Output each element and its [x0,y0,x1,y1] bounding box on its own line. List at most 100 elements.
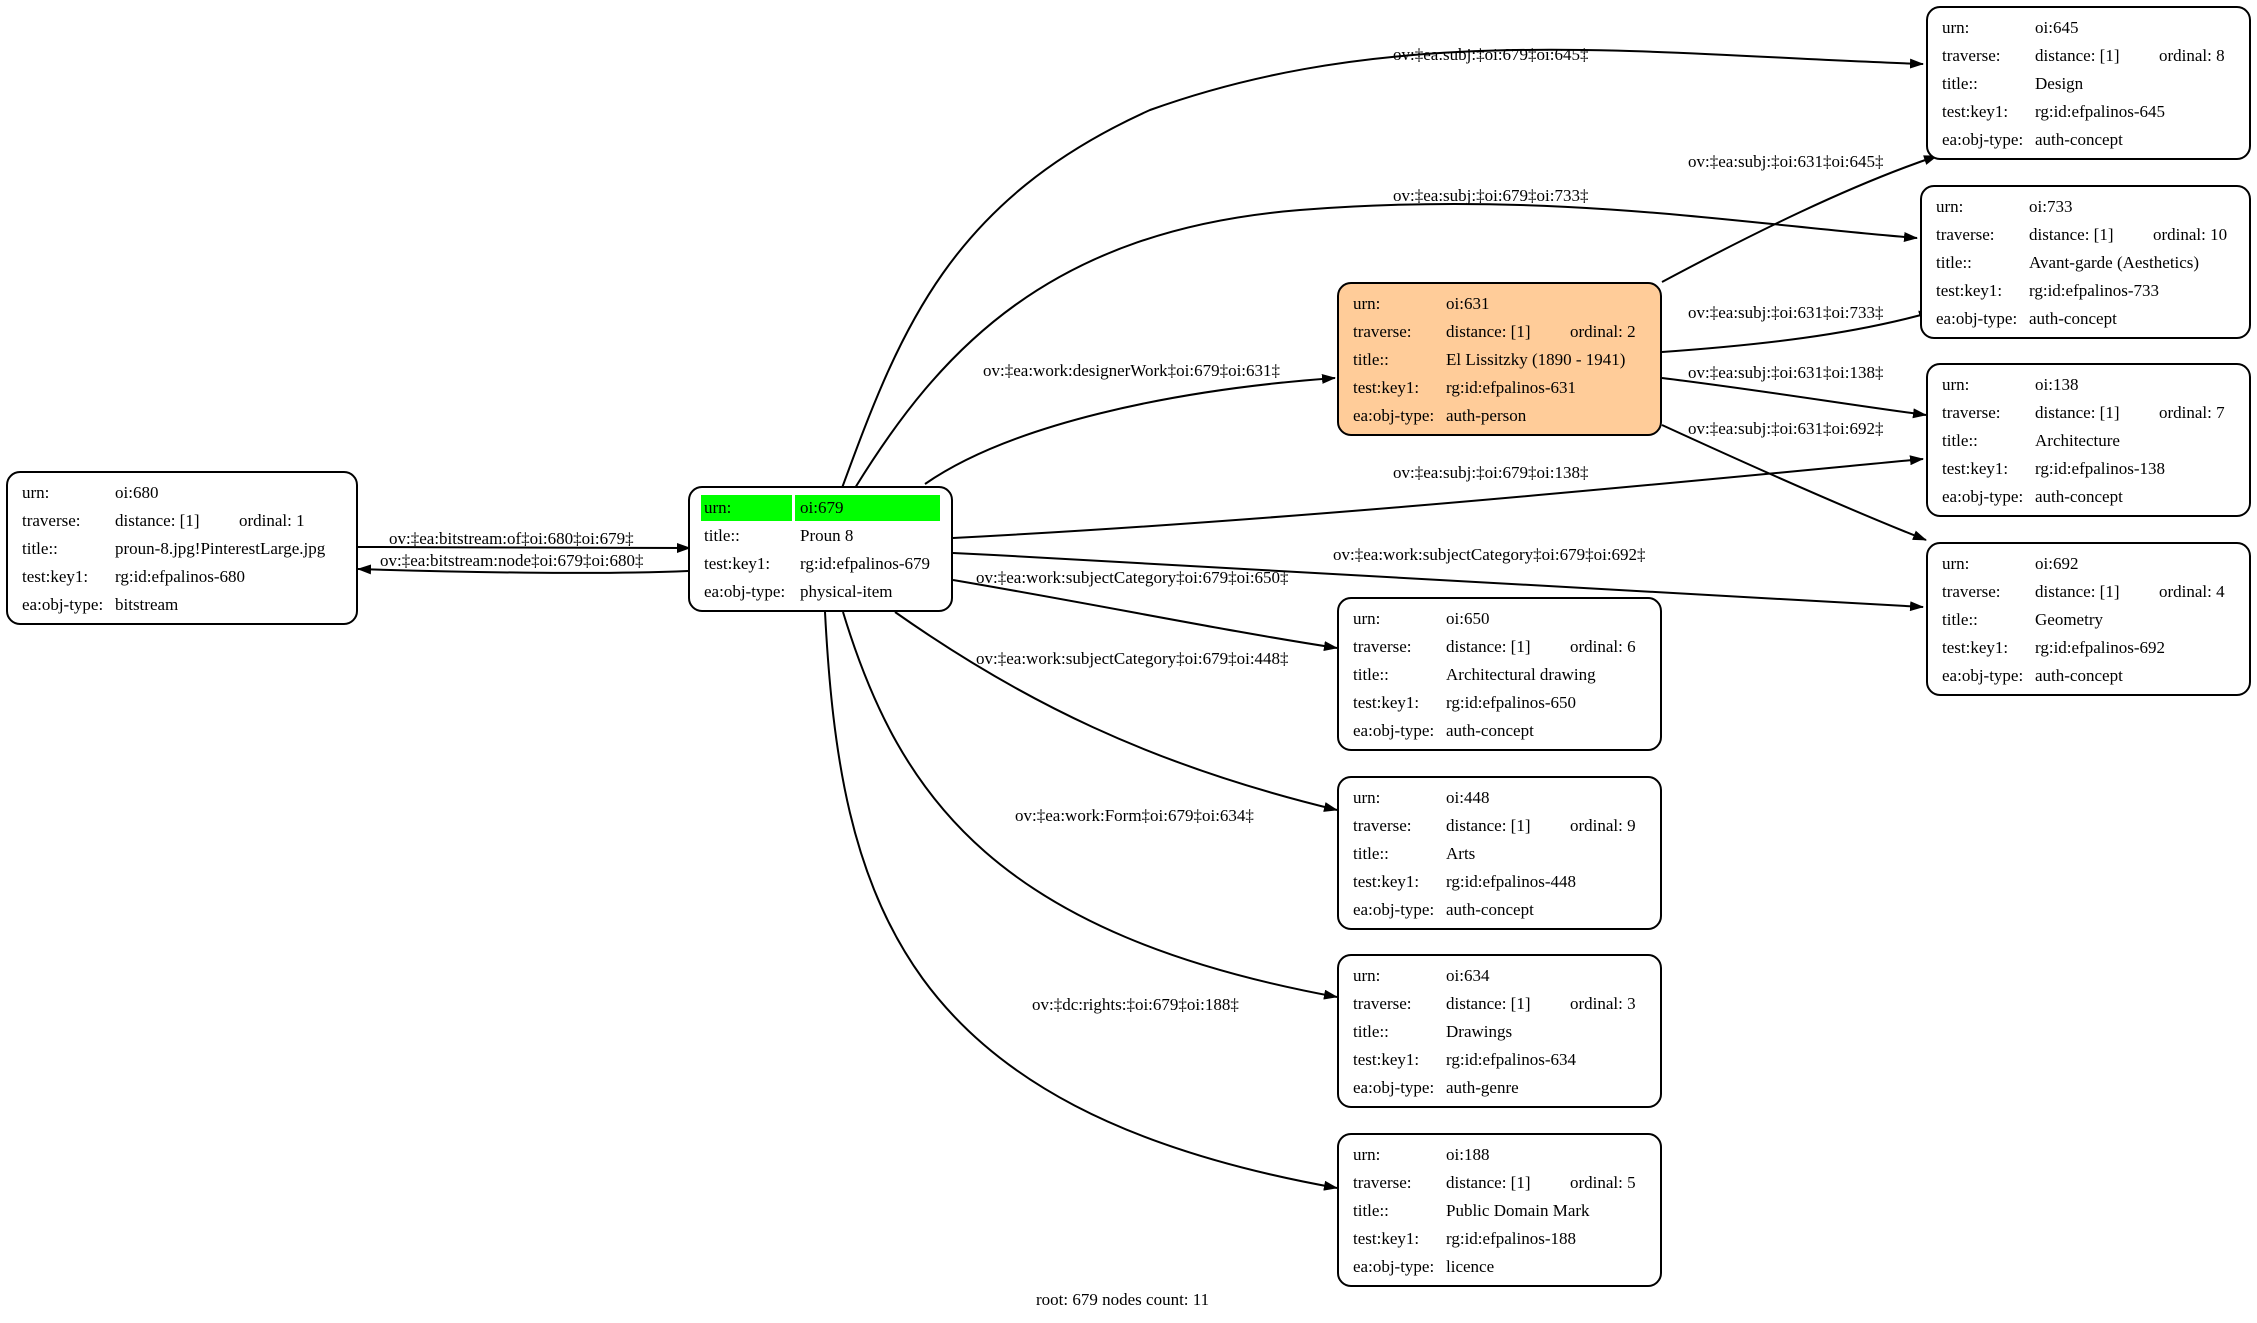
node-type: auth-concept [1446,900,1534,919]
node-679-root[interactable]: urn:oi:679 title::Proun 8 test:key1:rg:i… [688,486,953,612]
node-692[interactable]: urn:oi:692 traverse:distance: [1]ordinal… [1926,542,2251,696]
field-label: ea:obj-type: [1936,309,2018,328]
field-label: urn: [1353,966,1381,985]
field-label: test:key1: [1942,638,2009,657]
node-urn: oi:634 [1446,966,1490,985]
node-ordinal: ordinal: 8 [2159,46,2225,65]
field-label: urn: [1942,18,1970,37]
node-ordinal: ordinal: 4 [2159,582,2225,601]
node-key: rg:id:efpalinos-188 [1446,1229,1576,1248]
field-label: traverse: [1936,225,1995,244]
node-distance: distance: [1] [2035,46,2120,65]
root-highlight [701,495,792,521]
edge-679-448 [894,611,1338,812]
node-title: El Lissitzky (1890 - 1941) [1446,350,1626,369]
node-title: Design [2035,74,2084,93]
edge-679-680 [357,564,689,575]
node-key: rg:id:efpalinos-138 [2035,459,2165,478]
node-key: rg:id:efpalinos-680 [115,567,245,586]
field-label: traverse: [1353,816,1412,835]
edge-679-645 [841,48,1924,489]
field-label: ea:obj-type: [704,582,786,601]
field-label: test:key1: [1353,378,1420,397]
field-label: ea:obj-type: [22,595,104,614]
field-label: urn: [22,483,50,502]
node-urn: oi:188 [1446,1145,1490,1164]
node-645[interactable]: urn:oi:645 traverse:distance: [1]ordinal… [1926,6,2251,160]
node-ordinal: ordinal: 5 [1570,1173,1636,1192]
node-urn: oi:733 [2029,197,2073,216]
field-label: title:: [1942,74,1978,93]
node-631[interactable]: urn:oi:631 traverse:distance: [1]ordinal… [1337,282,1662,436]
node-188[interactable]: urn:oi:188 traverse:distance: [1]ordinal… [1337,1133,1662,1287]
node-distance: distance: [1] [115,511,200,530]
field-label: ea:obj-type: [1942,666,2024,685]
field-label: urn: [704,498,732,517]
edge-679-634 [842,611,1338,1000]
node-634[interactable]: urn: oi:634 traverse: distance: [1] ordinal… [1337,954,1662,1108]
field-label: test:key1: [1936,281,2003,300]
edge-label: ov:‡ea:work:Form‡oi:679‡oi:634‡ [1015,806,1254,825]
edge-631-733 [1661,310,1933,353]
node-733[interactable]: urn:oi:733 traverse:distance: [1]ordinal… [1920,185,2251,339]
edge-679-138 [952,455,1924,539]
node-title: Drawings [1446,1022,1513,1041]
field-label: ea:obj-type: [1353,1257,1435,1276]
field-label: test:key1: [1353,693,1420,712]
graph-footer: root: 679 nodes count: 11 [1036,1290,1210,1309]
root-highlight [795,495,940,521]
node-ordinal: ordinal: 10 [2153,225,2228,244]
edge-label: ov:‡ea:bitstream:node‡oi:679‡oi:680‡ [380,551,643,570]
node-138[interactable]: urn:oi:138 traverse:distance: [1]ordinal… [1926,363,2251,517]
field-label: title:: [1942,610,1978,629]
field-label: urn: [1942,554,1970,573]
node-title: Architectural drawing [1446,665,1596,684]
node-ordinal: ordinal: 3 [1570,994,1636,1013]
node-key: rg:id:efpalinos-631 [1446,378,1576,397]
field-label: ea:obj-type: [1353,900,1435,919]
field-label: urn: [1353,1145,1381,1164]
edge-label: ov:‡ea:subj:‡oi:679‡oi:645‡ [1393,45,1589,64]
edge-679-631 [924,373,1336,485]
node-title: Arts [1446,844,1476,863]
edge-label: ov:‡ea:subj:‡oi:679‡oi:733‡ [1393,186,1589,205]
field-label: title:: [1353,665,1389,684]
node-650[interactable]: urn:oi:650 traverse:distance: [1]ordinal… [1337,597,1662,751]
field-label: title:: [1353,1201,1389,1220]
field-label: urn: [1942,375,1970,394]
node-title: Avant-garde (Aesthetics) [2029,253,2200,272]
edge-label: ov:‡ea:subj:‡oi:631‡oi:138‡ [1688,363,1884,382]
field-label: traverse: [1353,1173,1412,1192]
node-ordinal: ordinal: 1 [239,511,305,530]
field-label: test:key1: [1353,1050,1420,1069]
node-ordinal: ordinal: 2 [1570,322,1636,341]
node-distance: distance: [1] [1446,322,1531,341]
edge-label: ov:‡ea:work:subjectCategory‡oi:679‡oi:69… [1333,545,1646,564]
node-urn: oi:631 [1446,294,1490,313]
field-label: traverse: [1353,994,1412,1013]
field-label: traverse: [22,511,81,530]
node-distance: distance: [1] [1446,994,1531,1013]
node-type: auth-concept [2029,309,2117,328]
node-urn: oi:645 [2035,18,2079,37]
node-key: rg:id:efpalinos-448 [1446,872,1576,891]
node-key: rg:id:efpalinos-679 [800,554,930,573]
node-distance: distance: [1] [2029,225,2114,244]
edge-680-679 [357,542,691,553]
field-label: traverse: [1942,403,2001,422]
node-key: rg:id:efpalinos-650 [1446,693,1576,712]
node-title: Proun 8 [800,526,854,545]
field-label: title:: [704,526,740,545]
field-label: test:key1: [1353,872,1420,891]
node-type: auth-concept [1446,721,1534,740]
node-448[interactable]: urn:oi:448 traverse:distance: [1]ordinal… [1337,776,1662,930]
edge-679-188 [824,611,1338,1191]
node-680[interactable]: urn:oi:680 traverse:distance: [1]ordinal… [6,471,358,625]
node-type: physical-item [800,582,893,601]
field-label: traverse: [1353,637,1412,656]
node-key: rg:id:efpalinos-733 [2029,281,2159,300]
edge-label: ov:‡ea:subj:‡oi:631‡oi:692‡ [1688,419,1884,438]
node-title: proun-8.jpg!PinterestLarge.jpg [115,539,326,558]
node-urn: oi:650 [1446,609,1490,628]
node-ordinal: ordinal: 6 [1570,637,1636,656]
